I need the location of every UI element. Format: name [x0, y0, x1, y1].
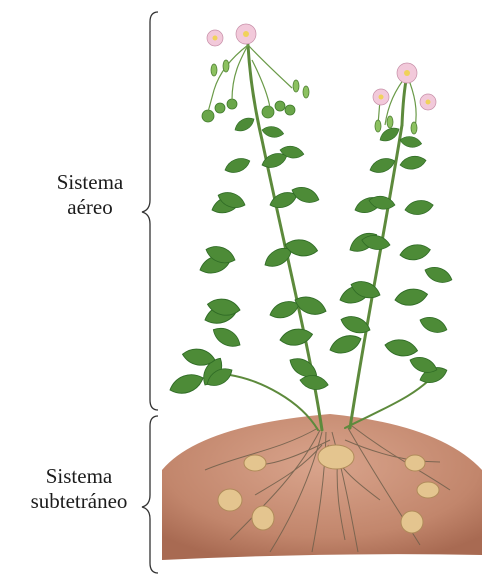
tuber: [318, 445, 354, 469]
tuber: [405, 455, 425, 471]
tuber: [218, 489, 242, 511]
tuber: [252, 506, 274, 530]
tuber: [417, 482, 439, 498]
label-aereo-line2: aéreo: [40, 195, 140, 220]
label-subt-line1: Sistema: [14, 464, 144, 489]
label-subt-line2: subtetráneo: [14, 489, 144, 514]
label-sistema-aereo: Sistema aéreo: [40, 170, 140, 220]
bracket-aereo: [142, 12, 158, 410]
tuber: [244, 455, 266, 471]
stems: [230, 45, 438, 430]
tuber: [401, 511, 423, 533]
label-aereo-line1: Sistema: [40, 170, 140, 195]
bracket-subterraneo: [142, 416, 158, 573]
label-sistema-subterraneo: Sistema subtetráneo: [14, 464, 144, 514]
flowers: [207, 24, 436, 110]
leaves-left: [167, 114, 329, 397]
leaves-right: [327, 124, 454, 386]
flower-stalks: [208, 45, 416, 128]
